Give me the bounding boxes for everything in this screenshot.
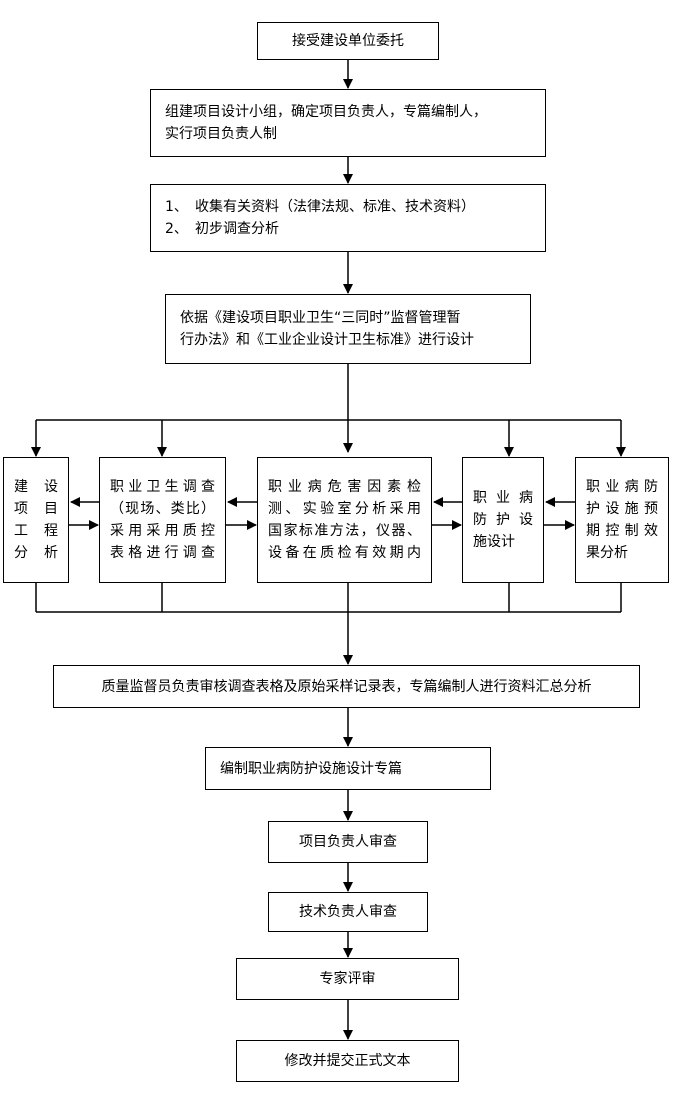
step-design-basis-line: 行办法》和《工业企业设计卫生标准》进行设计 (180, 332, 474, 348)
step-expert-review-text: 专家评审 (319, 971, 376, 987)
step-tech-review-text: 技术负责人审查 (299, 904, 397, 920)
branch-text-line: 职业病防 (586, 479, 658, 495)
step-collect-item-text: 收集有关资料（法律法规、标准、技术资料） (195, 199, 475, 215)
branch-text-line: 设备在质检有效期内 (268, 545, 421, 561)
branch-text-line: 期控制效 (586, 523, 658, 539)
branch-text-line: 施设计 (473, 534, 515, 550)
step-tech-review: 技术负责人审查 (268, 892, 428, 932)
branch-control-effect: 职业病防 护设施预 期控制效 果分析 (575, 457, 669, 583)
branch-text-line: 果分析 (586, 545, 628, 561)
step-accept-commission-text: 接受建设单位委托 (292, 33, 404, 49)
step-collect-data: 1、收集有关资料（法律法规、标准、技术资料） 2、初步调查分析 (150, 184, 546, 252)
step-pm-review-text: 项目负责人审查 (299, 834, 397, 850)
branch-text-line: （现场、类比） (110, 501, 215, 517)
step-collect-item-number: 2、 (165, 221, 188, 237)
step-collect-item-number: 1、 (165, 199, 188, 215)
branch-text-line: 职业病危害因素检 (268, 479, 421, 495)
branch-text-line: 项 目 (14, 501, 58, 517)
step-final-submit: 修改并提交正式文本 (236, 1040, 459, 1082)
branch-protection-design: 职 业 病 防 护 设 施设计 (462, 457, 544, 583)
branch-text-line: 测、实验室分析采用 (268, 501, 421, 517)
step-form-team: 组建项目设计小组，确定项目负责人，专篇编制人， 实行项目负责人制 (150, 89, 546, 157)
step-collect-item: 2、初步调查分析 (165, 218, 545, 240)
step-design-basis-line: 依据《建设项目职业卫生“三同时”监督管理暂 (180, 310, 461, 326)
step-quality-review: 质量监督员负责审核调查表格及原始采样记录表，专篇编制人进行资料汇总分析 (53, 665, 640, 708)
branch-text-line: 建 设 (14, 479, 58, 495)
branch-text-line: 采用采用质控 (110, 523, 215, 539)
branch-text-line: 国家标准方法，仪器、 (268, 523, 421, 539)
branch-text-line: 护设施预 (586, 501, 658, 517)
branch-text-line: 职 业 病 (473, 490, 533, 506)
branch-text-line: 防 护 设 (473, 512, 533, 528)
branch-text-line: 工 程 (14, 523, 58, 539)
step-design-basis: 依据《建设项目职业卫生“三同时”监督管理暂 行办法》和《工业企业设计卫生标准》进… (165, 294, 531, 364)
step-compile-report: 编制职业病防护设施设计专篇 (205, 747, 491, 790)
branch-text-line: 表格进行调查 (110, 545, 215, 561)
step-form-team-line: 组建项目设计小组，确定项目负责人，专篇编制人， (165, 104, 487, 120)
step-expert-review: 专家评审 (236, 958, 459, 1000)
step-compile-report-text: 编制职业病防护设施设计专篇 (220, 760, 402, 777)
branch-text-line: 职业卫生调查 (110, 479, 215, 495)
step-accept-commission: 接受建设单位委托 (257, 22, 439, 60)
step-collect-item: 1、收集有关资料（法律法规、标准、技术资料） (165, 196, 545, 218)
branch-hazard-testing: 职业病危害因素检 测、实验室分析采用 国家标准方法，仪器、 设备在质检有效期内 (257, 457, 432, 583)
step-pm-review: 项目负责人审查 (268, 821, 428, 863)
step-quality-review-text: 质量监督员负责审核调查表格及原始采样记录表，专篇编制人进行资料汇总分析 (101, 678, 592, 695)
step-form-team-line: 实行项目负责人制 (165, 126, 277, 142)
branch-health-survey: 职业卫生调查 （现场、类比） 采用采用质控 表格进行调查 (99, 457, 226, 583)
step-collect-item-text: 初步调查分析 (195, 221, 279, 237)
step-final-submit-text: 修改并提交正式文本 (284, 1053, 411, 1069)
branch-text-line: 分 析 (14, 545, 58, 561)
branch-project-analysis: 建 设 项 目 工 程 分 析 (3, 457, 69, 583)
